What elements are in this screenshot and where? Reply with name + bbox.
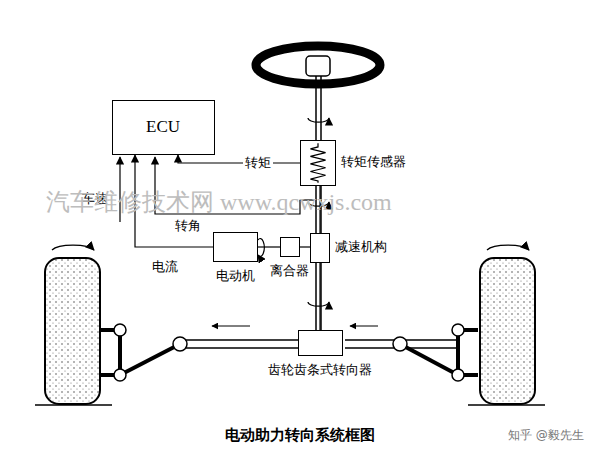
node-label: 离合器 <box>270 263 309 279</box>
steering-hub <box>306 56 330 76</box>
watermark: 汽车维修技术网 www.qcwxjs.com <box>46 188 392 217</box>
tire-rotation <box>52 245 94 250</box>
reducer-box: 减速机构 <box>310 233 330 263</box>
signal-label: 电流 <box>150 259 180 275</box>
node-label: 电动机 <box>216 268 255 284</box>
node-label: 减速机构 <box>335 239 387 255</box>
signal-label: 转角 <box>173 218 203 234</box>
node-label: 转矩传感器 <box>341 154 406 170</box>
right-linkage <box>400 330 478 375</box>
signal-label: 转矩 <box>243 155 273 171</box>
connector <box>319 263 320 330</box>
diagram-title: 电动助力转向系统框图 <box>225 426 375 444</box>
tire-rotation <box>487 245 529 250</box>
clutch-box: 离合器 <box>280 237 300 257</box>
right-tire <box>480 258 535 404</box>
connector <box>178 155 300 163</box>
connector <box>300 246 310 247</box>
motor-box: 电动机 <box>213 232 258 262</box>
left-tire <box>45 258 100 404</box>
node-label: 齿轮齿条式转向器 <box>268 362 372 378</box>
watermark: 知乎 @毅先生 <box>508 428 584 442</box>
rack-pinion-box: 齿轮齿条式转向器 <box>298 330 343 356</box>
left-linkage <box>100 330 180 375</box>
steering-wheel <box>256 46 380 84</box>
spring-symbol <box>301 141 335 185</box>
ecu-box: ECU <box>112 100 215 155</box>
node-label: ECU <box>146 117 180 137</box>
torque-sensor: 转矩传感器 <box>300 140 336 186</box>
connector <box>258 246 280 247</box>
